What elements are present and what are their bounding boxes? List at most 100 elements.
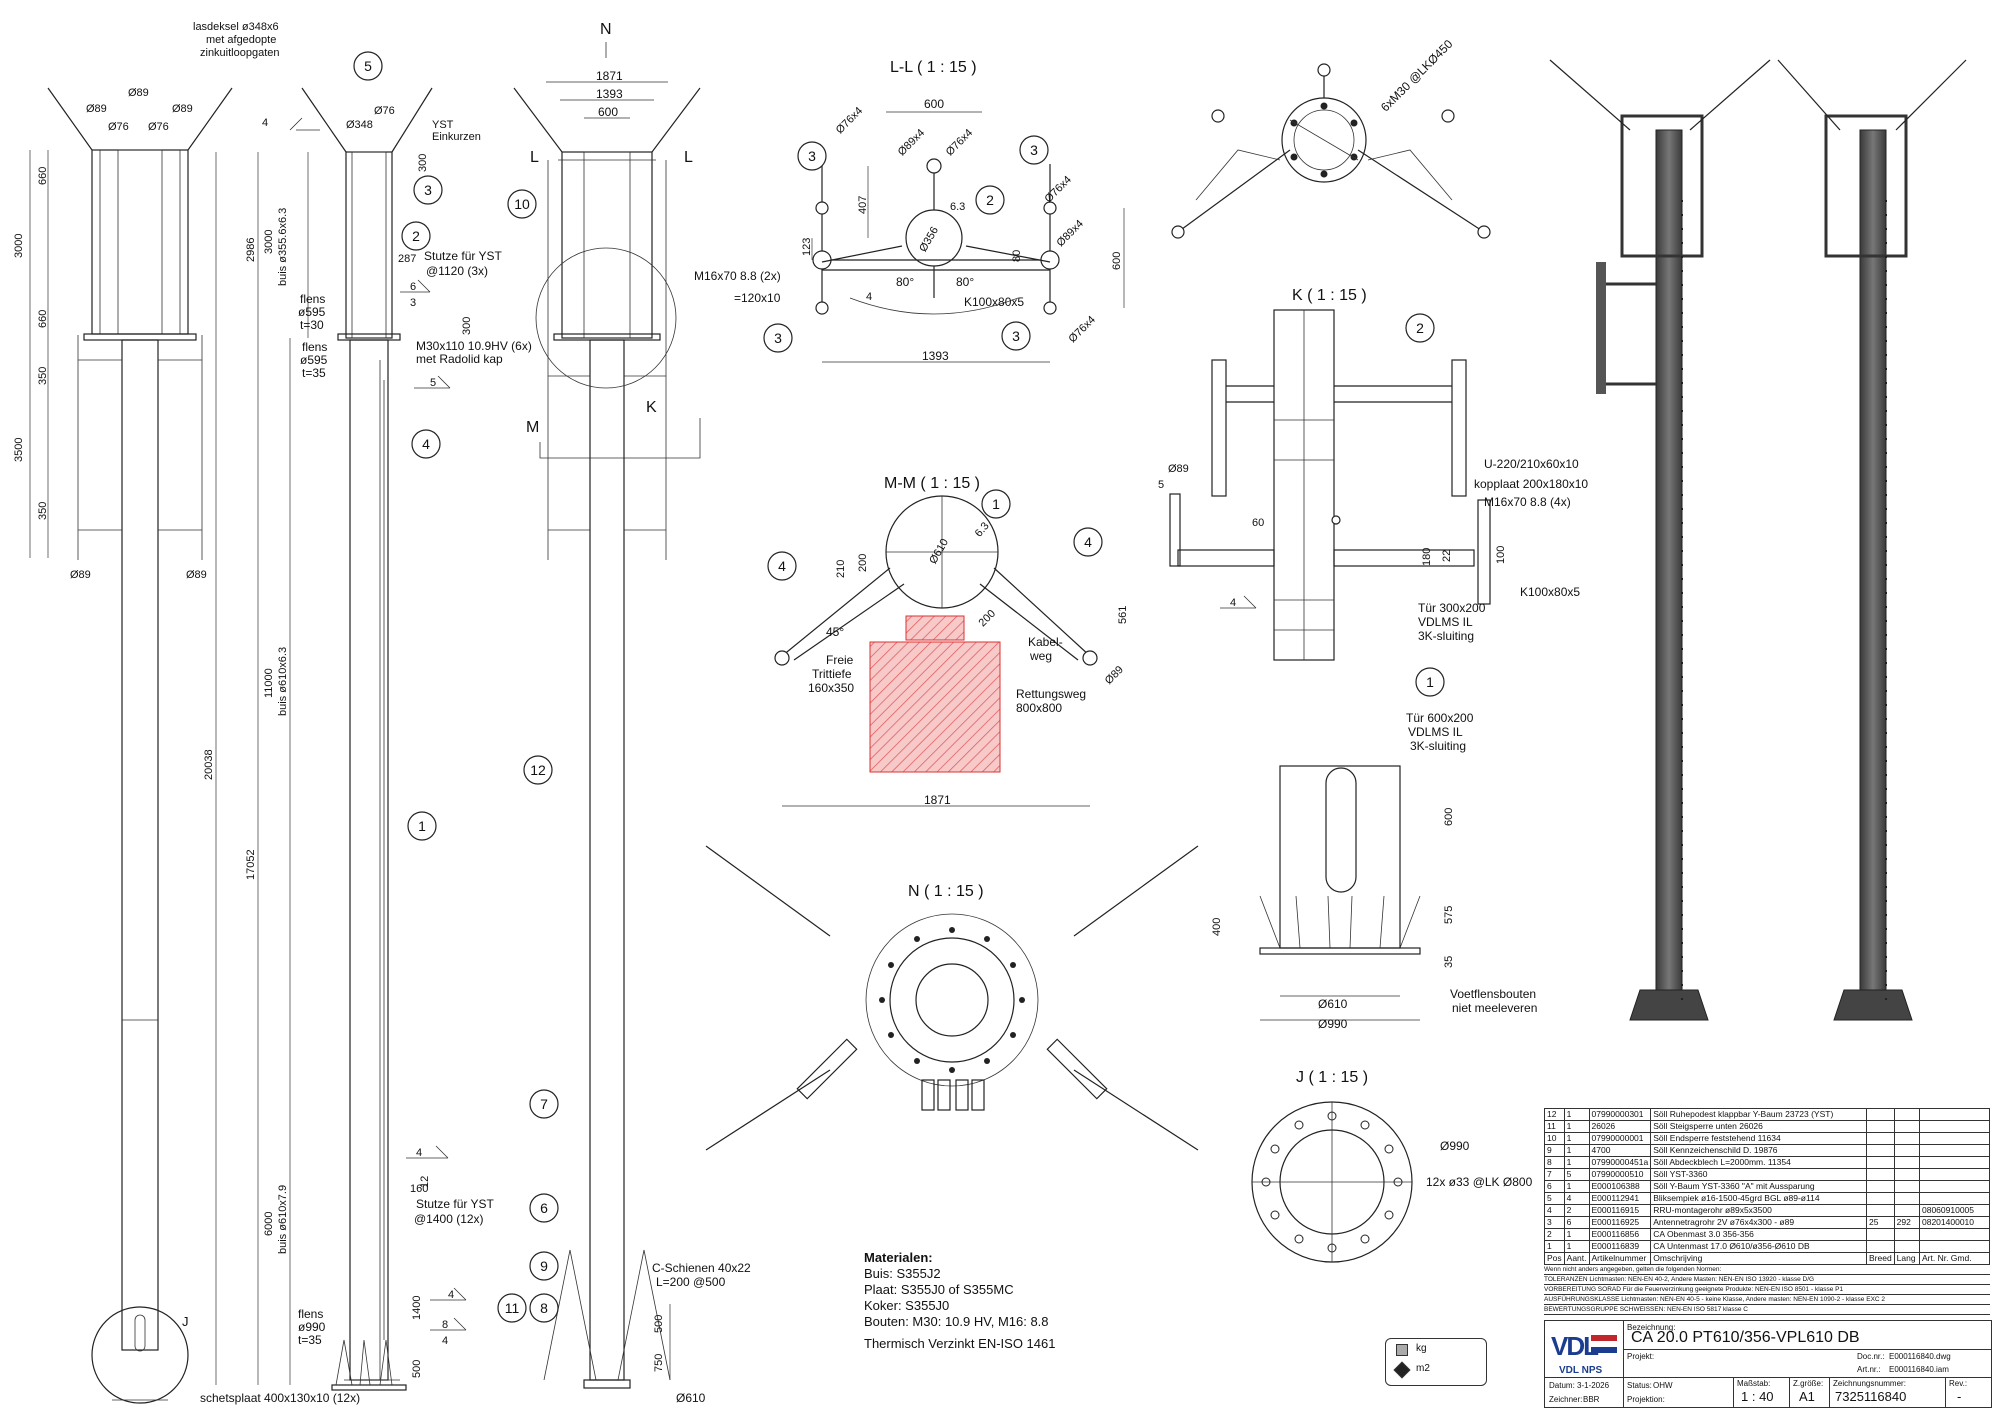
item-balloon-2: 2	[1405, 313, 1435, 343]
bom-cell: 1	[1563, 1240, 1590, 1253]
elev-dim-287: 287	[398, 253, 416, 265]
door-detail: Tür 600x200 VDLMS IL 3K-sluiting 600 575…	[1211, 711, 1537, 1031]
bom-cell	[1865, 1192, 1895, 1205]
side-phi89-c: Ø89	[172, 103, 193, 115]
projektion-label: Projektion:	[1627, 1395, 1665, 1404]
render-3d-right	[1777, 59, 1967, 1021]
zeichnr-value: 7325116840	[1835, 1389, 1907, 1404]
item-balloon-3: 3	[763, 323, 793, 353]
bom-cell: 4700	[1588, 1144, 1652, 1157]
materials-koker: Koker: S355J0	[864, 1298, 949, 1313]
bom-cell	[1893, 1156, 1921, 1169]
bom-cell: Söll YST-3360	[1650, 1168, 1867, 1181]
item-balloon-6: 6	[529, 1193, 559, 1223]
K-phi89: Ø89	[1168, 463, 1189, 475]
vdl-logo: VDL	[1551, 1331, 1619, 1361]
elev-flens3: flens	[298, 1307, 323, 1321]
top-plan-view: 6xM30 @LKØ450	[1171, 37, 1491, 239]
elev-stutze2b: @1400 (12x)	[414, 1212, 484, 1226]
bom-cell: 5	[1544, 1192, 1565, 1205]
bom-cell: E000112941	[1588, 1192, 1652, 1205]
bom-cell: E000116839	[1588, 1240, 1652, 1253]
bom-cell	[1919, 1120, 1990, 1133]
door-d575: 575	[1443, 906, 1455, 924]
side-phi89-d: Ø89	[70, 569, 91, 581]
title-MM: M-M ( 1 : 15 )	[884, 475, 980, 492]
marker-L-right: L	[684, 149, 693, 166]
bom-cell: 9	[1544, 1144, 1565, 1157]
weld-6: 6	[410, 281, 416, 293]
side-view: 660 3000 660 350 3500 350 Ø89 Ø89 Ø89 Ø7…	[13, 87, 233, 1404]
elev-dim-20038: 20038	[203, 749, 215, 780]
LL-phi76-3: Ø76x4	[1043, 174, 1074, 205]
MM-freie: Freie	[826, 653, 854, 667]
area-icon	[1393, 1361, 1411, 1379]
door-d600: 600	[1443, 808, 1455, 826]
elev-stutze1: Stutze für YST	[424, 249, 502, 263]
MM-rettung: Rettungsweg	[1016, 687, 1086, 701]
top-plan-bolts: 6xM30 @LKØ450	[1378, 37, 1456, 115]
bom-cell: Söll Steigsperre unten 26026	[1650, 1120, 1867, 1133]
bom-cell: 11	[1544, 1120, 1565, 1133]
item-balloon-1: 1	[981, 489, 1011, 519]
elev-dim-300: 300	[417, 154, 429, 172]
elev-yst: YST	[432, 119, 454, 131]
bom-cell	[1865, 1120, 1895, 1133]
weld-4b: 4	[416, 1147, 422, 1159]
bom-cell: 6	[1544, 1180, 1565, 1193]
materials-title: Materialen:	[864, 1250, 933, 1265]
materials-note: Materialen: Buis: S355J2 Plaat: S355J0 o…	[864, 1250, 1055, 1351]
K-d5: 5	[1158, 479, 1164, 491]
marker-K: K	[646, 399, 657, 416]
bom-cell	[1865, 1108, 1895, 1121]
K-d60: 60	[1252, 517, 1264, 529]
svg-text:1: 1	[992, 496, 1000, 512]
bom-cell	[1893, 1240, 1921, 1253]
bom-header-cell: Artikelnummer	[1588, 1252, 1652, 1265]
norm-note: TOLERANZEN Lichtmasten: NEN-EN 40-2, And…	[1544, 1275, 1990, 1285]
bom-cell: E000116915	[1588, 1204, 1652, 1217]
bom-cell: 1	[1563, 1228, 1590, 1241]
elev-dim-3000: 3000	[263, 230, 275, 254]
K-m16: M16x70 8.8 (4x)	[1484, 495, 1571, 509]
front-view: N L L M K 1871 1393 600 C-Schienen 40x22	[513, 21, 751, 1405]
bom-cell: Söll Y-Baum YST-3360 "A" mit Aussparung	[1650, 1180, 1867, 1193]
elev-dim-160: 160	[410, 1183, 428, 1195]
side-dim-3000: 3000	[13, 234, 25, 258]
norm-note: Wenn nicht anders angegeben, gelten die …	[1544, 1265, 1990, 1275]
zeichner-value: BBR	[1583, 1395, 1600, 1404]
status-value: OHW	[1653, 1381, 1673, 1390]
rev-value: -	[1957, 1389, 1962, 1404]
docnr-value: E000116840.dwg	[1889, 1352, 1951, 1361]
door-sluiting: 3K-sluiting	[1410, 739, 1466, 753]
bom-cell	[1919, 1144, 1990, 1157]
bom-cell	[1893, 1144, 1921, 1157]
svg-text:3: 3	[1012, 328, 1020, 344]
weld-5: 5	[430, 377, 436, 389]
LL-a80a: 80°	[896, 275, 914, 289]
MM-rettung-dim: 800x800	[1016, 701, 1062, 715]
bom-cell: 26026	[1588, 1120, 1652, 1133]
K-d22: 22	[1441, 550, 1453, 562]
weld-3: 3	[410, 297, 416, 309]
elevation-view: 20038 17052 2986 3000 buis ø355.6x6.3 11…	[193, 21, 532, 1405]
status-label: Status:	[1627, 1381, 1652, 1390]
bom-cell: 4	[1563, 1192, 1590, 1205]
bom-cell	[1893, 1228, 1921, 1241]
bom-cell: 1	[1563, 1108, 1590, 1121]
elev-buis1: buis ø355.6x6.3	[277, 208, 289, 286]
item-balloon-2: 2	[975, 185, 1005, 215]
bom-cell: 07990000451a	[1588, 1156, 1652, 1169]
side-dim-660a: 660	[37, 167, 49, 185]
LL-a80b: 80°	[956, 275, 974, 289]
render-3d-left	[1549, 59, 1771, 1021]
bom-cell	[1893, 1168, 1921, 1181]
K-sluiting: 3K-sluiting	[1418, 629, 1474, 643]
LL-phi76-4: Ø76x4	[1067, 314, 1098, 345]
MM-tritt-dim: 160x350	[808, 681, 854, 695]
svg-text:7: 7	[540, 1096, 548, 1112]
